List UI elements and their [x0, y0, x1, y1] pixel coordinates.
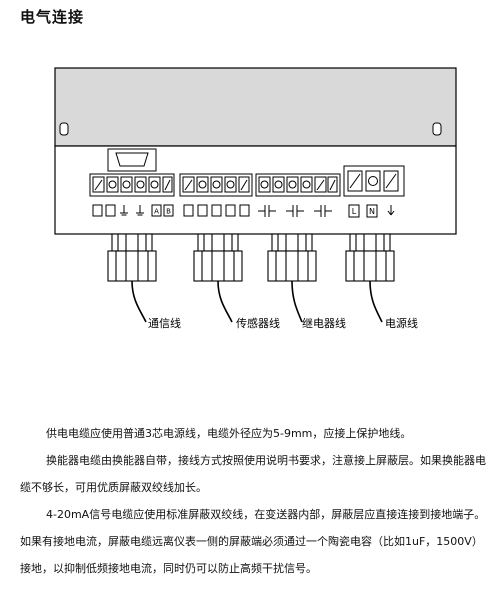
terminal-block-power — [343, 165, 405, 197]
cable-gland-sensor-icon — [193, 233, 243, 323]
lid-screw-right — [432, 122, 442, 136]
cable-gland-power-icon — [345, 233, 395, 323]
paragraph-power-cable: 供电电缆应使用普通3芯电源线，电缆外径应为5-9mm，应接上保护地线。 — [46, 427, 412, 440]
terminal-block-relay — [255, 173, 341, 197]
enclosure-lid — [54, 67, 457, 147]
wiring-diagram: A B L N 通信线 传感器线 — [54, 67, 457, 330]
cable-gland-comm-icon — [107, 233, 157, 323]
terminal-label-a: A — [154, 208, 159, 216]
cable-label-comm: 通信线 — [148, 316, 181, 330]
section-title: 电气连接 — [20, 8, 85, 26]
terminal-label-l: L — [352, 207, 357, 216]
cable-label-power: 电源线 — [385, 316, 418, 330]
terminal-block-sensor — [179, 173, 253, 197]
lid-screw-left — [59, 122, 69, 136]
cable-label-sensor: 传感器线 — [236, 316, 280, 330]
terminal-label-n: N — [369, 207, 375, 216]
cable-gland-relay-icon — [267, 233, 317, 323]
paragraph-signal-cable: 4-20mA信号电缆应使用标准屏蔽双绞线，在变送器内部，屏蔽层应直接连接到接地端… — [20, 508, 486, 575]
paragraph-transducer-cable: 换能器电缆由换能器自带，接线方式按照使用说明书要求，注意接上屏蔽层。如果换能器电… — [20, 454, 486, 494]
terminal-label-b: B — [166, 208, 171, 216]
db9-connector-icon — [107, 148, 157, 172]
terminal-block-comm — [89, 173, 175, 197]
terminal-markings: A B L N — [92, 204, 395, 218]
cable-label-relay: 继电器线 — [302, 316, 346, 330]
